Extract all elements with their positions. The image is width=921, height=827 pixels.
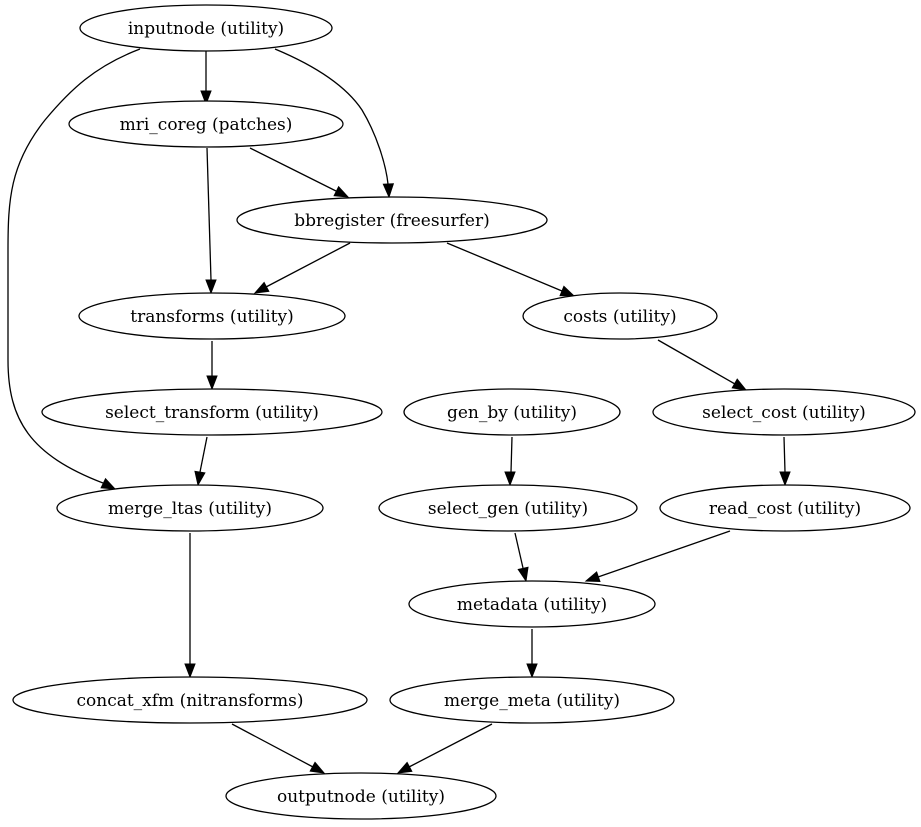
node-label: metadata (utility) [457, 595, 607, 615]
node-label: bbregister (freesurfer) [294, 211, 490, 231]
node-concat-xfm: concat_xfm (nitransforms) [12, 676, 368, 724]
node-shape [225, 772, 497, 820]
arrowhead-icon [396, 761, 413, 774]
node-gen-by: gen_by (utility) [403, 388, 621, 436]
edge-select_gen-to-metadata [514, 532, 529, 583]
edge-line [7, 48, 141, 484]
edge-bbregister-to-transforms [253, 242, 351, 294]
edge-bbregister-to-costs [446, 242, 576, 297]
arrowhead-icon [194, 470, 206, 487]
edge-metadata-to-merge_meta [526, 629, 538, 679]
node-label: inputnode (utility) [128, 19, 284, 39]
edge-transforms-to-select_transform [206, 341, 218, 391]
arrowhead-icon [333, 185, 350, 198]
node-shape [12, 676, 368, 724]
node-shape [522, 292, 718, 340]
edge-read_cost-to-metadata [584, 530, 731, 582]
edge-line [408, 723, 493, 768]
nodes-layer: inputnode (utility) mri_coreg (patches) bb… [12, 4, 916, 820]
edge-line [514, 532, 524, 569]
node-label: merge_meta (utility) [444, 691, 620, 711]
node-outputnode: outputnode (utility) [225, 772, 497, 820]
node-label: select_cost (utility) [702, 403, 866, 423]
arrowhead-icon [584, 571, 601, 582]
node-label: concat_xfm (nitransforms) [76, 691, 303, 711]
edge-mri_coreg-to-bbregister [249, 147, 350, 198]
edge-select_transform-to-merge_ltas [194, 436, 208, 487]
node-metadata: metadata (utility) [408, 580, 656, 628]
arrowhead-icon [382, 183, 395, 199]
node-shape [403, 388, 621, 436]
node-label: outputnode (utility) [277, 787, 445, 807]
node-label: select_gen (utility) [428, 499, 588, 519]
arrowhead-icon [559, 285, 576, 297]
arrowhead-icon [504, 471, 516, 487]
node-select-transform: select_transform (utility) [41, 388, 383, 436]
edge-inputnode-to-bbregister [274, 48, 395, 199]
arrowhead-icon [731, 378, 748, 391]
edge-line [231, 723, 314, 768]
edge-line [274, 48, 389, 185]
node-costs: costs (utility) [522, 292, 718, 340]
edge-merge_ltas-to-concat_xfm [184, 533, 196, 679]
node-mri-coreg: mri_coreg (patches) [68, 100, 344, 148]
arrowhead-icon [100, 477, 117, 490]
arrowhead-icon [526, 663, 538, 679]
edge-inputnode-to-merge_ltas [7, 48, 141, 490]
edge-costs-to-select_cost [657, 339, 748, 391]
edges-layer [7, 48, 791, 774]
node-shape [68, 100, 344, 148]
node-shape [659, 484, 911, 532]
node-merge-meta: merge_meta (utility) [389, 676, 675, 724]
edge-line [783, 436, 786, 473]
node-shape [236, 196, 548, 244]
node-inputnode: inputnode (utility) [79, 4, 333, 52]
node-shape [41, 388, 383, 436]
edge-gen_by-to-select_gen [504, 436, 516, 487]
edge-concat_xfm-to-outputnode [231, 723, 326, 774]
arrowhead-icon [517, 566, 529, 583]
node-shape [78, 292, 346, 340]
node-label: read_cost (utility) [709, 499, 861, 519]
node-shape [378, 484, 638, 532]
edge-mri_coreg-to-transforms [205, 147, 217, 295]
node-label: costs (utility) [563, 307, 676, 327]
arrowhead-icon [779, 471, 791, 487]
edge-line [265, 242, 351, 288]
node-read-cost: read_cost (utility) [659, 484, 911, 532]
node-shape [389, 676, 675, 724]
edge-line [510, 436, 513, 473]
node-select-gen: select_gen (utility) [378, 484, 638, 532]
node-bbregister: bbregister (freesurfer) [236, 196, 548, 244]
node-label: mri_coreg (patches) [120, 115, 293, 135]
edge-line [249, 147, 337, 192]
arrowhead-icon [253, 281, 270, 294]
arrowhead-icon [184, 663, 196, 679]
node-select-cost: select_cost (utility) [652, 388, 916, 436]
edge-line [597, 530, 731, 578]
edge-line [657, 339, 736, 385]
node-label: transforms (utility) [130, 307, 293, 327]
edge-select_cost-to-read_cost [779, 436, 791, 487]
node-shape [652, 388, 916, 436]
edge-line [446, 242, 563, 292]
arrowhead-icon [206, 375, 218, 391]
edge-line [206, 147, 212, 281]
node-merge-ltas: merge_ltas (utility) [56, 484, 324, 532]
edge-line [199, 436, 208, 473]
node-shape [408, 580, 656, 628]
edge-merge_meta-to-outputnode [396, 723, 493, 774]
node-label: select_transform (utility) [105, 403, 319, 423]
edge-inputnode-to-mri_coreg [200, 51, 212, 106]
node-label: merge_ltas (utility) [108, 499, 272, 519]
arrowhead-icon [309, 761, 326, 774]
node-shape [79, 4, 333, 52]
arrowhead-icon [205, 279, 217, 295]
node-label: gen_by (utility) [447, 403, 577, 423]
node-shape [56, 484, 324, 532]
node-transforms: transforms (utility) [78, 292, 346, 340]
arrowhead-icon [200, 90, 212, 106]
